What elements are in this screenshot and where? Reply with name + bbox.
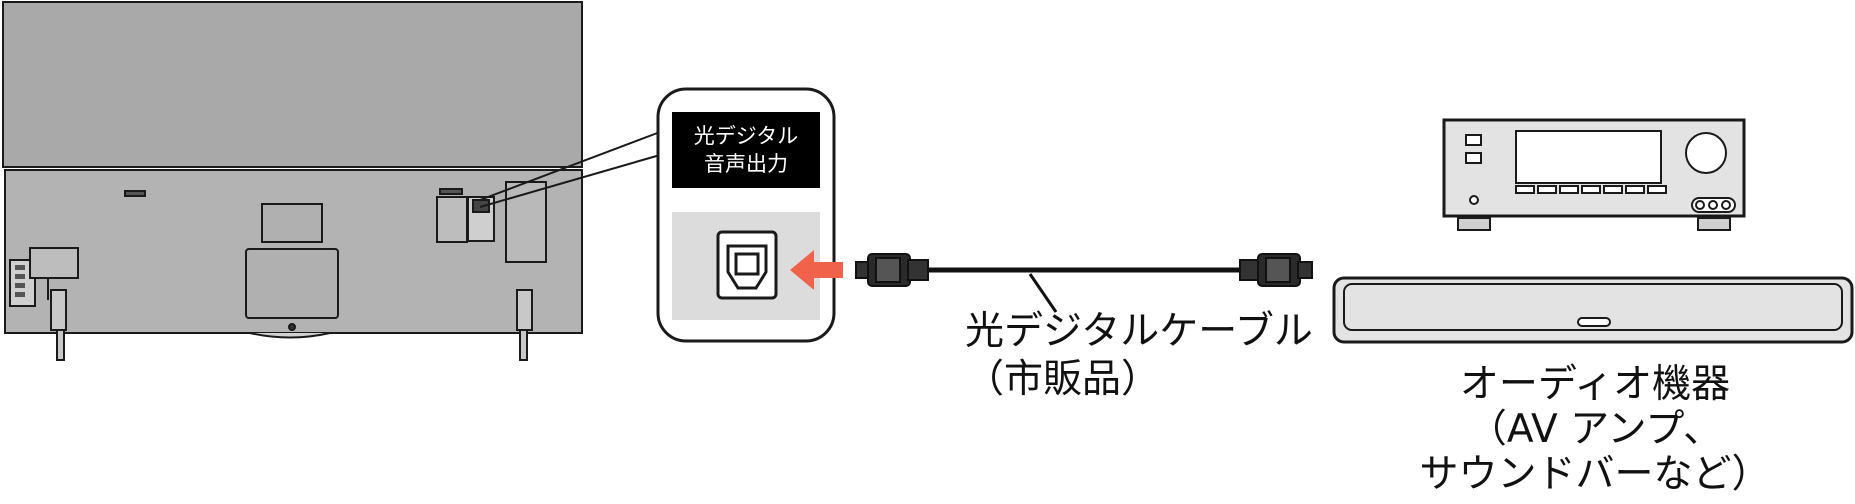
arrow-left-icon: [790, 250, 843, 290]
audio-label-line3: サウンドバーなど）: [1419, 452, 1771, 497]
audio-label-line1: オーディオ機器: [1459, 362, 1731, 407]
tv-cover-plate: [245, 248, 339, 319]
optical-cable: [855, 253, 1313, 313]
cable-plug-left: [855, 253, 929, 287]
callout-pointer: [479, 131, 661, 208]
tv-rear-panel: [2, 1, 583, 361]
audio-device-label: オーディオ機器 （AV アンプ、 サウンドバーなど）: [1395, 362, 1795, 497]
audio-label-line2: （AV アンプ、: [1467, 407, 1723, 452]
cable-label-line2: （市販品）: [965, 357, 1161, 402]
port-label-line1: 光デジタル: [693, 124, 799, 148]
port-label: 光デジタル 音声出力: [672, 112, 820, 188]
tv-left-stand-leg: [56, 329, 65, 361]
tv-label-plate: [261, 203, 323, 243]
cable-leader-line: [1028, 273, 1058, 313]
cable-label: 光デジタルケーブル （市販品）: [965, 308, 1313, 404]
tv-right-terminal-block: [436, 196, 468, 243]
port-label-line2: 音声出力: [704, 152, 788, 176]
tv-right-stand-leg: [519, 329, 528, 361]
tv-panel-upper: [2, 1, 583, 168]
tv-stand-foot: [249, 332, 331, 339]
tv-vent-slot-right: [439, 188, 463, 195]
soundbar-icon: [1332, 276, 1854, 344]
tv-power-box: [29, 247, 79, 279]
optical-digital-port-icon: [716, 230, 778, 300]
tv-right-stand: [516, 289, 533, 331]
av-amplifier-icon: [1442, 118, 1746, 231]
tv-left-terminal-pins: [15, 265, 25, 297]
cable-label-line1: 光デジタルケーブル: [965, 309, 1313, 354]
tv-screw: [288, 323, 296, 331]
tv-vent-slot: [124, 190, 146, 197]
cable-plug-right: [1239, 253, 1313, 287]
tv-left-stand: [50, 289, 67, 331]
